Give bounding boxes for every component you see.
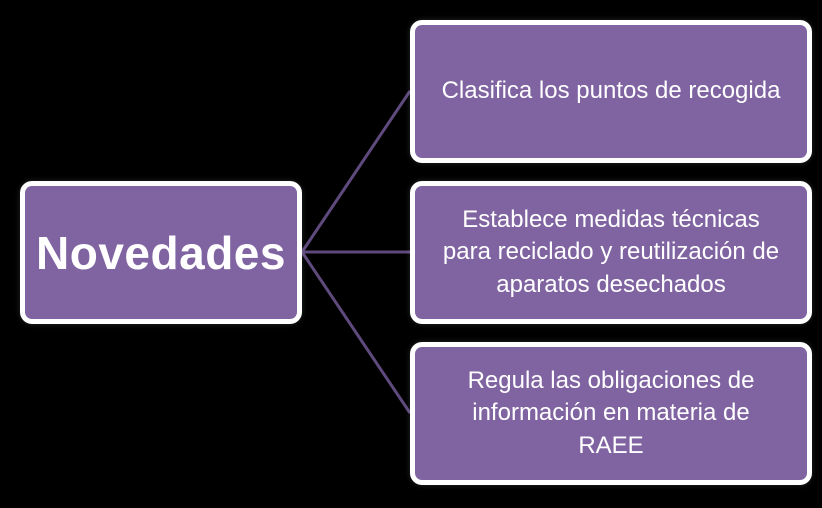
child-node-label-1: Clasifica los puntos de recogida	[441, 77, 781, 105]
root-node-label: Novedades	[36, 226, 286, 279]
connector-line-1	[300, 90, 412, 253]
connector-line-3	[300, 251, 412, 414]
child-node-box-2: Establece medidas técnicas para reciclad…	[410, 181, 812, 324]
child-node-box-1: Clasifica los puntos de recogida	[410, 20, 812, 163]
child-node-label-3: Regula las obligaciones de información e…	[467, 366, 755, 459]
child-node-label-2: Establece medidas técnicas para reciclad…	[442, 205, 780, 298]
root-node-box: Novedades	[20, 181, 302, 324]
child-node-box-3: Regula las obligaciones de información e…	[410, 342, 812, 485]
